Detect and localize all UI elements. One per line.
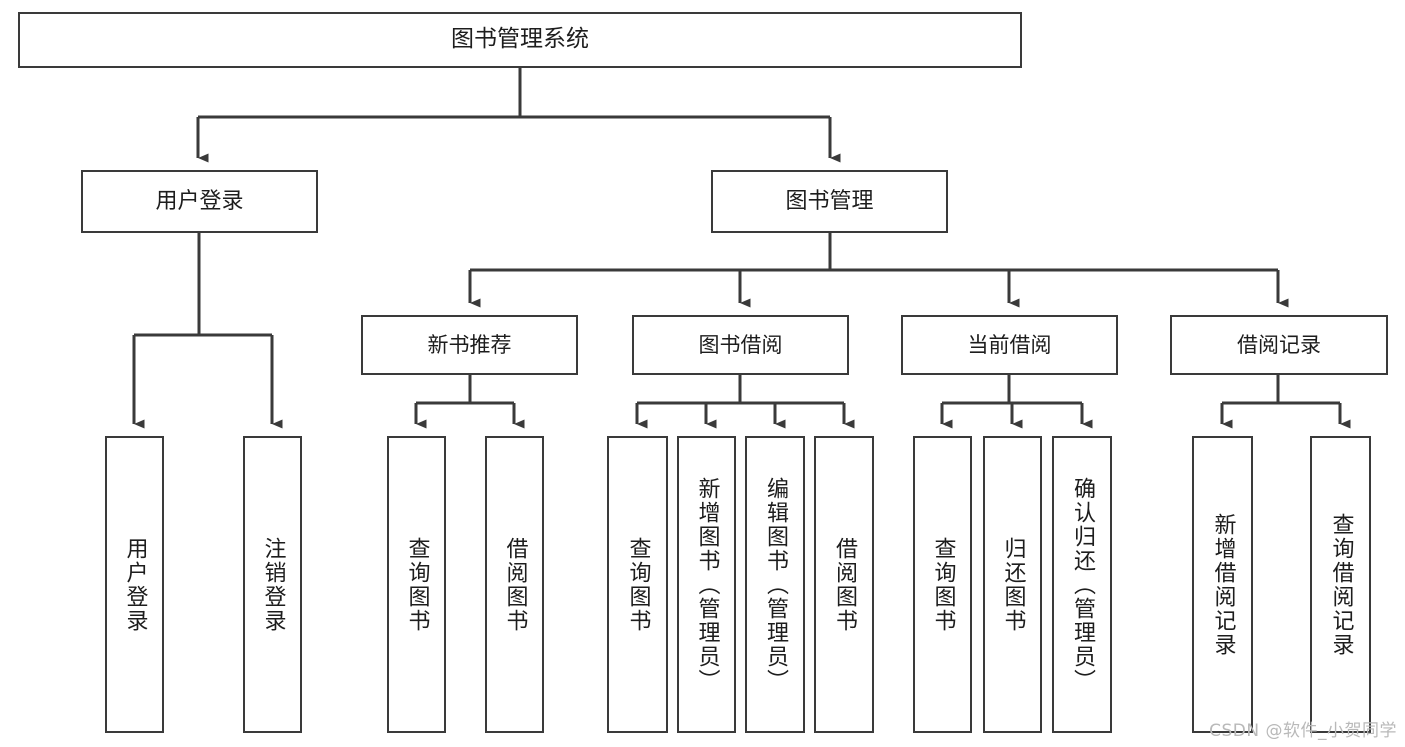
node-book-management[interactable]: 图书管理 <box>711 170 948 233</box>
node-root[interactable]: 图书管理系统 <box>18 12 1022 68</box>
node-current-borrow-label: 当前借阅 <box>967 332 1052 357</box>
leaf-return-books[interactable]: 归还图书 <box>983 436 1042 733</box>
leaf-edit-book-admin-label: 编辑图书（管理员） <box>762 476 788 693</box>
leaf-query-borrow-record-label: 查询借阅记录 <box>1328 512 1354 657</box>
leaf-borrow-books-borrow[interactable]: 借阅图书 <box>814 436 874 733</box>
node-borrow-records[interactable]: 借阅记录 <box>1170 315 1388 375</box>
leaf-query-books-current[interactable]: 查询图书 <box>913 436 972 733</box>
leaf-borrow-books-newbooks-label: 借阅图书 <box>502 536 528 633</box>
leaf-add-book-admin[interactable]: 新增图书（管理员） <box>677 436 736 733</box>
leaf-borrow-books-newbooks[interactable]: 借阅图书 <box>485 436 544 733</box>
leaf-confirm-return-admin[interactable]: 确认归还（管理员） <box>1052 436 1112 733</box>
leaf-query-books-current-label: 查询图书 <box>930 536 956 633</box>
node-user-login-label: 用户登录 <box>155 188 244 214</box>
node-borrow-records-label: 借阅记录 <box>1237 332 1321 357</box>
node-root-label: 图书管理系统 <box>451 26 589 53</box>
leaf-query-books-borrow[interactable]: 查询图书 <box>607 436 668 733</box>
leaf-edit-book-admin[interactable]: 编辑图书（管理员） <box>745 436 805 733</box>
node-new-book-recommend[interactable]: 新书推荐 <box>361 315 578 375</box>
leaf-query-books-newbooks-label: 查询图书 <box>404 536 430 633</box>
leaf-user-login[interactable]: 用户登录 <box>105 436 164 733</box>
node-book-borrow-label: 图书借阅 <box>698 332 783 357</box>
leaf-logout-label: 注销登录 <box>260 536 286 633</box>
node-user-login[interactable]: 用户登录 <box>81 170 318 233</box>
node-book-management-label: 图书管理 <box>785 188 874 214</box>
leaf-user-login-label: 用户登录 <box>122 536 148 633</box>
leaf-add-borrow-record-label: 新增借阅记录 <box>1210 512 1236 657</box>
leaf-borrow-books-borrow-label: 借阅图书 <box>831 536 857 633</box>
leaf-add-borrow-record[interactable]: 新增借阅记录 <box>1192 436 1253 733</box>
leaf-query-books-borrow-label: 查询图书 <box>625 536 651 633</box>
leaf-return-books-label: 归还图书 <box>1000 536 1026 633</box>
leaf-confirm-return-admin-label: 确认归还（管理员） <box>1069 476 1095 693</box>
node-new-book-recommend-label: 新书推荐 <box>427 332 512 357</box>
leaf-logout[interactable]: 注销登录 <box>243 436 302 733</box>
node-book-borrow[interactable]: 图书借阅 <box>632 315 849 375</box>
node-current-borrow[interactable]: 当前借阅 <box>901 315 1118 375</box>
leaf-add-book-admin-label: 新增图书（管理员） <box>694 476 720 693</box>
leaf-query-books-newbooks[interactable]: 查询图书 <box>387 436 446 733</box>
leaf-query-borrow-record[interactable]: 查询借阅记录 <box>1310 436 1371 733</box>
